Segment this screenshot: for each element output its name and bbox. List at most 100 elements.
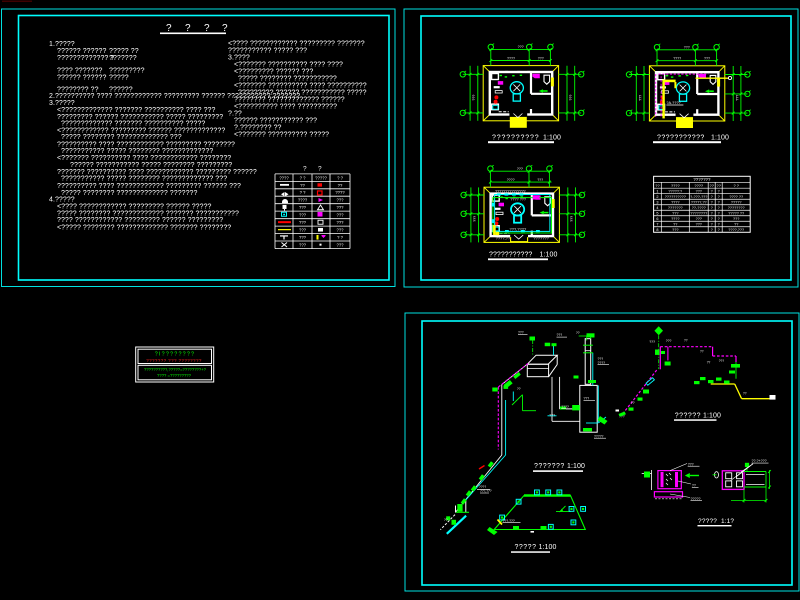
svg-text:??????????: ??????????	[665, 195, 686, 199]
svg-text:???: ???	[549, 414, 555, 418]
svg-text:???????????????: ???????????????	[495, 189, 526, 194]
svg-text:??: ??	[684, 339, 688, 343]
svg-text:7: 7	[656, 223, 658, 227]
svg-text:???????: ???????	[693, 177, 711, 182]
svg-text:?????? ??????????? ????? ?????: ?????? ??????????? ????? ???????? ??????…	[70, 162, 232, 169]
svg-text:????: ????	[507, 178, 515, 182]
svg-text:????? ??: ????? ??	[728, 212, 744, 216]
svg-text:??????????: ??????????	[492, 134, 539, 141]
svg-text:? ?: ? ?	[733, 183, 739, 188]
svg-text:???: ???	[584, 397, 590, 401]
svg-text:???: ???	[299, 205, 307, 210]
svg-text:???? ???????????? ????????? ??: ???? ???????????? ????????? ?????? ?????…	[57, 217, 223, 224]
svg-text:???: ???	[299, 220, 307, 225]
svg-text:?: ?	[711, 195, 713, 199]
svg-text:???: ???	[704, 57, 710, 61]
svg-text:?????????? ???? ???????????? ?: ?????????? ???? ???????????? ????????? ?…	[57, 142, 235, 149]
svg-text:<???? ???????????? ????????? ?: <???? ???????????? ????????? ???????	[228, 41, 365, 48]
svg-text:3.?????: 3.?????	[49, 100, 75, 107]
svg-text:?: ?	[166, 23, 172, 34]
svg-text:1:100: 1:100	[703, 412, 721, 419]
svg-text:??????? ?????????? ???? ??????: ??????? ?????????? ???? ???????????? ???…	[57, 169, 257, 176]
svg-text:????: ????	[694, 183, 703, 188]
svg-text:????: ????	[671, 183, 680, 188]
svg-text:??????????,?????=????????+?: ??????????,?????=????????+?	[144, 367, 207, 372]
svg-text:?: ?	[204, 23, 210, 34]
svg-text:??: ??	[655, 183, 660, 188]
svg-text:??.?+???: ??.?+???	[752, 459, 767, 463]
svg-text:????: ????	[671, 201, 679, 205]
svg-text:???: ???	[672, 228, 678, 232]
svg-text:????????? ?????? ??????????? ?: ????????? ?????? ??????????? ????? ?????…	[57, 114, 223, 121]
svg-text:???? ???????: ???? ???????	[57, 68, 103, 75]
svg-text:<????????? ?????? ???: <????????? ?????? ???	[234, 69, 313, 76]
svg-text:2: 2	[656, 195, 658, 199]
svg-text:? ?: ? ?	[337, 235, 343, 240]
svg-text:?????????: ?????????	[109, 68, 145, 75]
svg-text:??: ??	[673, 223, 677, 227]
svg-text:???????: ???????	[668, 206, 683, 210]
svg-text:???: ???	[517, 167, 523, 171]
svg-text:?: ?	[718, 195, 720, 199]
svg-text:?????: ?????	[731, 201, 742, 205]
svg-text:??: ??	[576, 331, 580, 335]
svg-text:?????: ?????	[691, 497, 701, 501]
svg-text:??: ??	[717, 183, 722, 188]
svg-text:????: ????	[598, 361, 606, 365]
svg-text:????: ????	[279, 175, 289, 180]
svg-text:?????: ?????	[315, 175, 327, 180]
svg-text:?: ?	[718, 228, 720, 232]
svg-text:1:100: 1:100	[543, 134, 561, 141]
svg-text:??: ??	[300, 183, 305, 188]
svg-text:?.??: ?.??	[228, 111, 242, 118]
svg-text:1.?????: 1.?????	[49, 41, 75, 48]
svg-text:8: 8	[656, 228, 658, 232]
svg-text:<????? ???????? ?????????????: <????? ???????? ????????????? ??????? ??…	[57, 225, 231, 232]
svg-text:???: ???	[570, 216, 574, 222]
svg-text:????? ???????? ????????????? ?: ????? ???????? ????????????? ???	[61, 134, 182, 141]
svg-text:???: ???	[684, 45, 690, 49]
svg-text:????: ????	[507, 56, 515, 60]
svg-text:???????: ???????	[109, 55, 137, 62]
svg-text:???: ???	[299, 228, 307, 233]
svg-text:? ?: ? ?	[300, 190, 306, 195]
svg-text:???? ???: ???? ???	[510, 198, 526, 202]
svg-text:???????? ??: ???????? ??	[57, 87, 99, 94]
svg-text:? ?: ? ?	[337, 175, 343, 180]
svg-text:?: ?	[711, 206, 713, 210]
svg-text:???: ???	[696, 223, 702, 227]
svg-text:???: ???	[672, 212, 678, 216]
svg-text:??: ??	[700, 350, 704, 354]
svg-text:??????????? ????? ???????? ???: ??????????? ????? ???????? ?????????????	[61, 148, 213, 155]
svg-text:???: ???	[733, 217, 739, 221]
svg-text:???? =?????????: ???? =?????????	[157, 373, 192, 378]
svg-text:?: ?	[711, 212, 713, 216]
svg-text:6: 6	[656, 217, 658, 221]
svg-text:?: ?	[185, 23, 191, 34]
svg-text:??: ??	[734, 223, 738, 227]
svg-text:???,????: ???,????	[510, 226, 527, 231]
svg-text:?: ?	[318, 166, 322, 173]
svg-text:1:1?: 1:1?	[721, 518, 734, 525]
svg-text:???: ???	[619, 415, 625, 419]
svg-text:??????????? ????? ???????? ???: ??????????? ????? ???????? ?????????????…	[61, 176, 227, 183]
svg-text:<??????? ?????????? ???? ?????: <??????? ?????????? ???? ???????????? ??…	[57, 155, 231, 162]
svg-text:?: ?	[303, 166, 307, 173]
svg-text:<??????? ?????????? ?????: <??????? ?????????? ?????	[234, 132, 329, 139]
svg-text:???: ???	[735, 95, 739, 101]
svg-text:?: ?	[718, 217, 720, 221]
svg-text:????: ????	[298, 198, 308, 203]
svg-text:????: ????	[673, 57, 681, 61]
svg-text:????????? ?????? ??????????? ?: ????????? ?????? ??????????? ?????	[238, 90, 367, 97]
svg-text:????? ???????? ???????????: ????? ???????? ???????????	[238, 76, 337, 83]
svg-text:<?????????? ???? ??????????: <?????????? ???? ??????????	[234, 104, 337, 111]
svg-text:??: ??	[338, 183, 343, 188]
svg-text:???????: ???????	[534, 463, 565, 470]
svg-text:1: 1	[656, 190, 658, 194]
svg-text:?.???????? ??: ?.???????? ??	[234, 125, 282, 132]
svg-text:?: ?	[711, 228, 713, 232]
svg-text:???: ???	[538, 56, 544, 60]
svg-text:? ?: ? ?	[300, 175, 306, 180]
svg-text:???? ??: ???? ??	[729, 195, 743, 199]
svg-text:2.?????????? ???? ????????????: 2.?????????? ???? ???????????? ?????????…	[49, 93, 300, 100]
